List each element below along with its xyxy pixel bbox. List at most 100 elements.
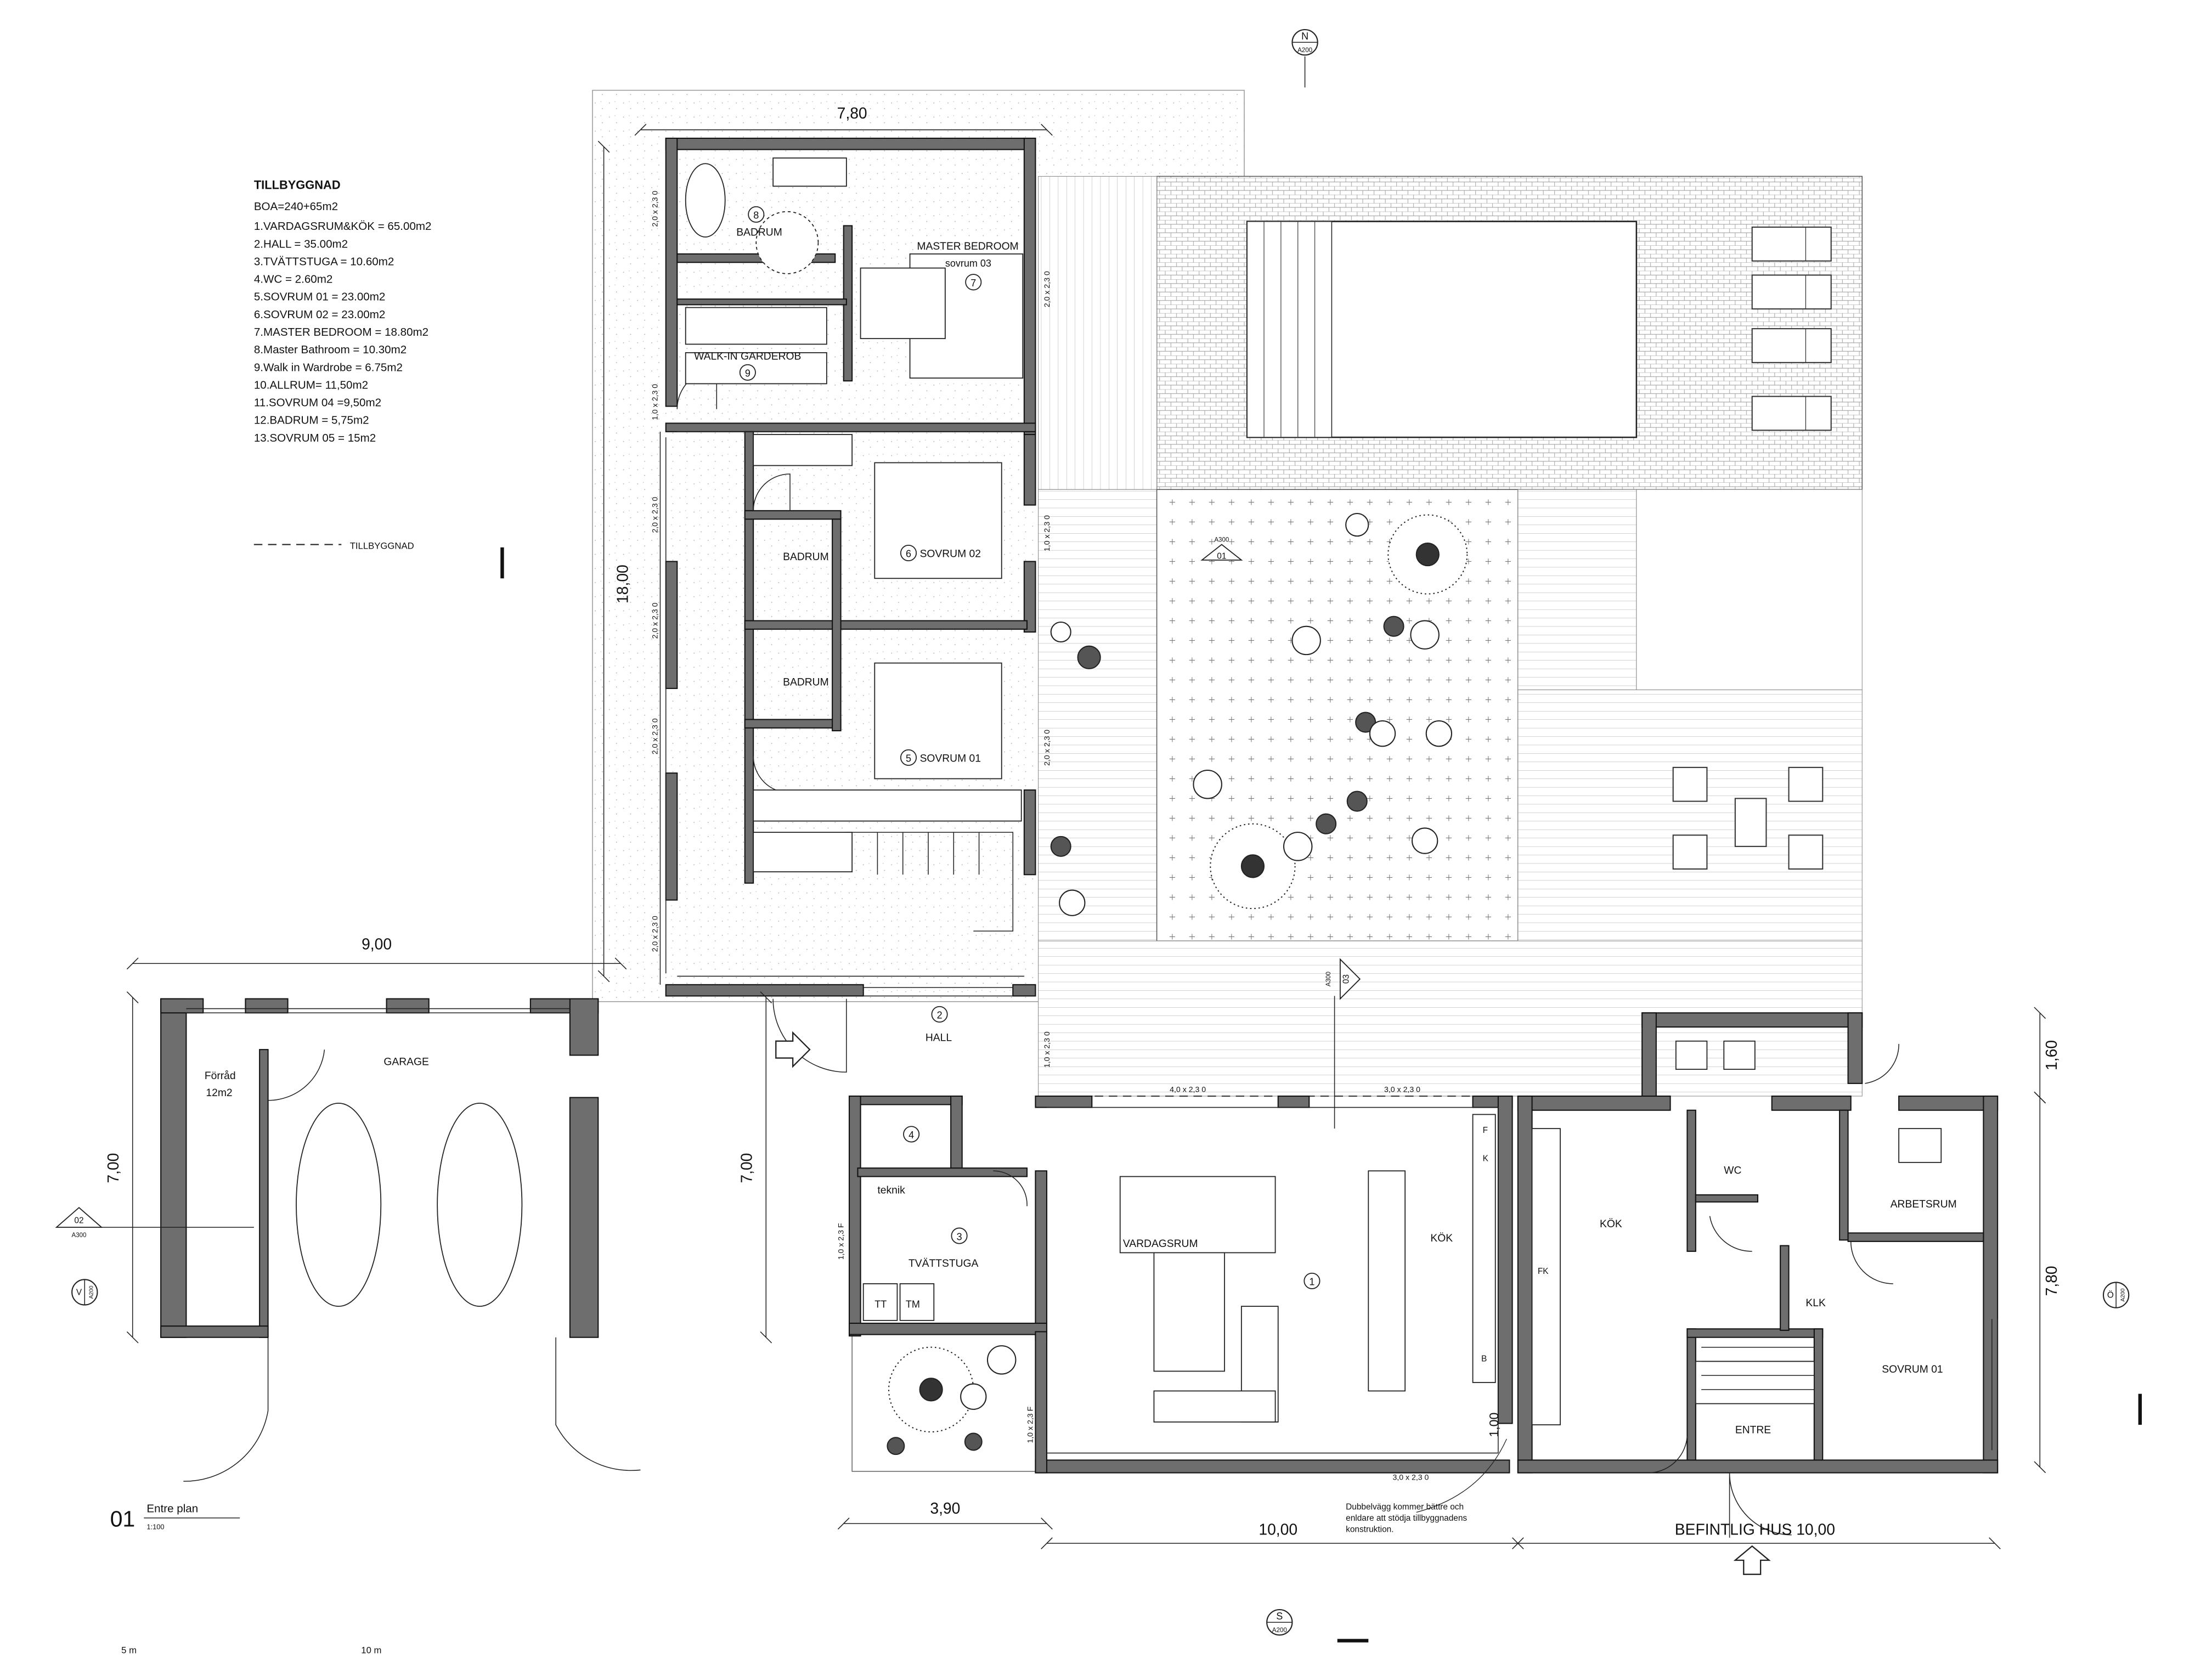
appliance-fk: FK (1538, 1267, 1549, 1276)
room-sovrum-01: SOVRUM 01 (920, 753, 981, 765)
east-letter: Ö (2107, 1290, 2114, 1300)
bathtub (685, 163, 726, 238)
room-kok-new: KÖK (1430, 1233, 1453, 1244)
section-01-label: 01 (1217, 551, 1226, 561)
legend-item: 10.ALLRUM= 11,50m2 (254, 379, 368, 391)
legend-item: 3.TVÄTTSTUGA = 10.60m2 (254, 255, 394, 268)
room-labels: BADRUM MASTER BEDROOM sovrum 03 WALK-IN … (205, 227, 1957, 1436)
window-tag: 3,0 x 2,3 0 (1392, 1472, 1429, 1481)
site-surfaces (592, 89, 1863, 1472)
dimension-texts: 7,80 18,00 9,00 7,00 7,00 3,90 10,00 BEF… (104, 104, 2060, 1538)
room-numbers: 8 7 9 6 5 2 4 3 1 (739, 206, 1321, 1289)
entrance-arrows (775, 1031, 1771, 1575)
pool-steps (1246, 221, 1333, 438)
section-01-ref: A300 (1214, 537, 1229, 543)
dim-wing-length: 18,00 (613, 565, 631, 603)
window-tag: 1,0 x 2,3 0 (1042, 1031, 1051, 1068)
legend-item: 13.SOVRUM 05 = 15m2 (254, 432, 376, 444)
drawing-scale: 1:100 (146, 1522, 164, 1531)
legend-item: 7.MASTER BEDROOM = 18.80m2 (254, 326, 428, 338)
legend-item: 4.WC = 2.60m2 (254, 273, 332, 286)
window-tag: 2,0 x 2,3 0 (650, 190, 659, 227)
room-badrum-master: BADRUM (736, 227, 782, 238)
north-letter: N (1301, 31, 1308, 42)
window-tag: 2,0 x 2,3 0 (1042, 271, 1051, 307)
legend-item: 2.HALL = 35.00m2 (254, 238, 348, 250)
room-hall: HALL (926, 1032, 952, 1044)
note-line-2: enldare att stödja tillbyggnadens (1346, 1514, 1467, 1523)
legend: TILLBYGGNAD BOA=240+65m2 1.VARDAGSRUM&KÖ… (253, 178, 431, 551)
room-no-1: 1 (1309, 1277, 1314, 1288)
section-03-label: 03 (1341, 974, 1351, 984)
scale-10m: 10 m (361, 1645, 381, 1656)
window-lines (186, 431, 1998, 1454)
laundry-tt: TT (874, 1299, 887, 1310)
section-03-marker: 03 A300 (1325, 958, 1361, 1129)
room-no-3: 3 (957, 1231, 962, 1242)
dim-wall-100: 1,00 (1487, 1413, 1501, 1437)
window-tag: 1,0 x 2,3 F (1025, 1406, 1034, 1443)
room-vardagsrum: VARDAGSRUM (1123, 1238, 1198, 1250)
dim-existing-house: BEFINTLIG HUS 10,00 (1675, 1521, 1835, 1538)
south-ref: A200 (1272, 1627, 1287, 1634)
room-no-8: 8 (753, 210, 759, 221)
note-line-1: Dubbelvägg kommer bättre och (1346, 1502, 1464, 1511)
room-badrum-2: BADRUM (783, 677, 829, 689)
pool-steps-lines (1263, 221, 1316, 438)
room-master-sub: sovrum 03 (945, 258, 991, 269)
room-badrum-1: BADRUM (783, 551, 829, 563)
hall-entry-arrow-icon (775, 1031, 811, 1068)
room-no-4: 4 (909, 1130, 914, 1141)
appliance-b: B (1481, 1354, 1487, 1363)
window-tag: 1,0 x 2,3 0 (650, 384, 659, 420)
legend-title: TILLBYGGNAD (254, 178, 341, 192)
west-ref: A200 (89, 1285, 95, 1299)
north-marker: N A200 (1291, 29, 1318, 88)
sun-loungers (1751, 226, 1832, 431)
wood-deck-mid (1038, 489, 1158, 941)
drawing-title: 01 Entre plan 1:100 (110, 1503, 240, 1531)
dim-laundry-width: 3,90 (930, 1499, 960, 1517)
furniture (296, 157, 1942, 1426)
legend-dashed-label: TILLBYGGNAD (350, 540, 414, 551)
dim-garage-depth: 7,00 (104, 1153, 122, 1183)
laundry-tm: TM (906, 1299, 920, 1310)
window-tag: 2,0 x 2,3 0 (650, 916, 659, 952)
wood-deck-right (1517, 489, 1637, 690)
drawing-number: 01 (110, 1506, 136, 1531)
room-klk: KLK (1805, 1297, 1826, 1309)
window-tag: 1,0 x 2,3 F (837, 1223, 845, 1260)
cut-lines (500, 547, 2142, 1643)
room-no-2: 2 (937, 1010, 943, 1021)
window-tag: 4,0 x 2,3 0 (1170, 1085, 1206, 1093)
section-02-label: 02 (74, 1216, 83, 1225)
garden-plants (887, 512, 1468, 1455)
section-02-ref: A300 (71, 1232, 86, 1239)
west-letter: V (76, 1288, 82, 1297)
dim-right-780: 7,80 (2042, 1266, 2060, 1296)
room-walk-in: WALK-IN GARDEROB (694, 351, 801, 363)
legend-item: 8.Master Bathroom = 10.30m2 (254, 343, 407, 356)
stair (846, 832, 1814, 1390)
window-tag: 2,0 x 2,3 0 (650, 718, 659, 754)
dim-living-width: 10,00 (1259, 1521, 1297, 1538)
room-sovrum-01-old: SOVRUM 01 (1882, 1364, 1943, 1375)
legend-item: 6.SOVRUM 02 = 23.00m2 (254, 308, 385, 321)
legend-item: 9.Walk in Wardrobe = 6.75m2 (254, 361, 403, 374)
legend-boa: BOA=240+65m2 (254, 200, 338, 213)
dim-hall-depth: 7,00 (738, 1153, 755, 1183)
window-tag: 1,0 x 2,3 0 (1042, 515, 1051, 551)
note-line-3: konstruktion. (1346, 1525, 1393, 1534)
legend-item: 11.SOVRUM 04 =9,50m2 (254, 397, 381, 409)
wood-deck-left (1038, 176, 1158, 490)
south-marker: S A200 (1266, 1609, 1293, 1636)
appliance-k: K (1483, 1154, 1489, 1163)
legend-item: 12.BADRUM = 5,75m2 (254, 414, 369, 427)
house-entry-arrow-icon (1733, 1545, 1771, 1575)
room-no-9: 9 (745, 368, 751, 379)
section-01-marker: A300 01 (1200, 537, 1243, 561)
section-03-ref: A300 (1325, 972, 1332, 986)
room-sovrum-02: SOVRUM 02 (920, 549, 981, 560)
window-tags: 2,0 x 2,3 0 1,0 x 2,3 0 2,0 x 2,3 0 2,0 … (650, 190, 1429, 1481)
outdoor-dining-set (1672, 766, 1824, 870)
